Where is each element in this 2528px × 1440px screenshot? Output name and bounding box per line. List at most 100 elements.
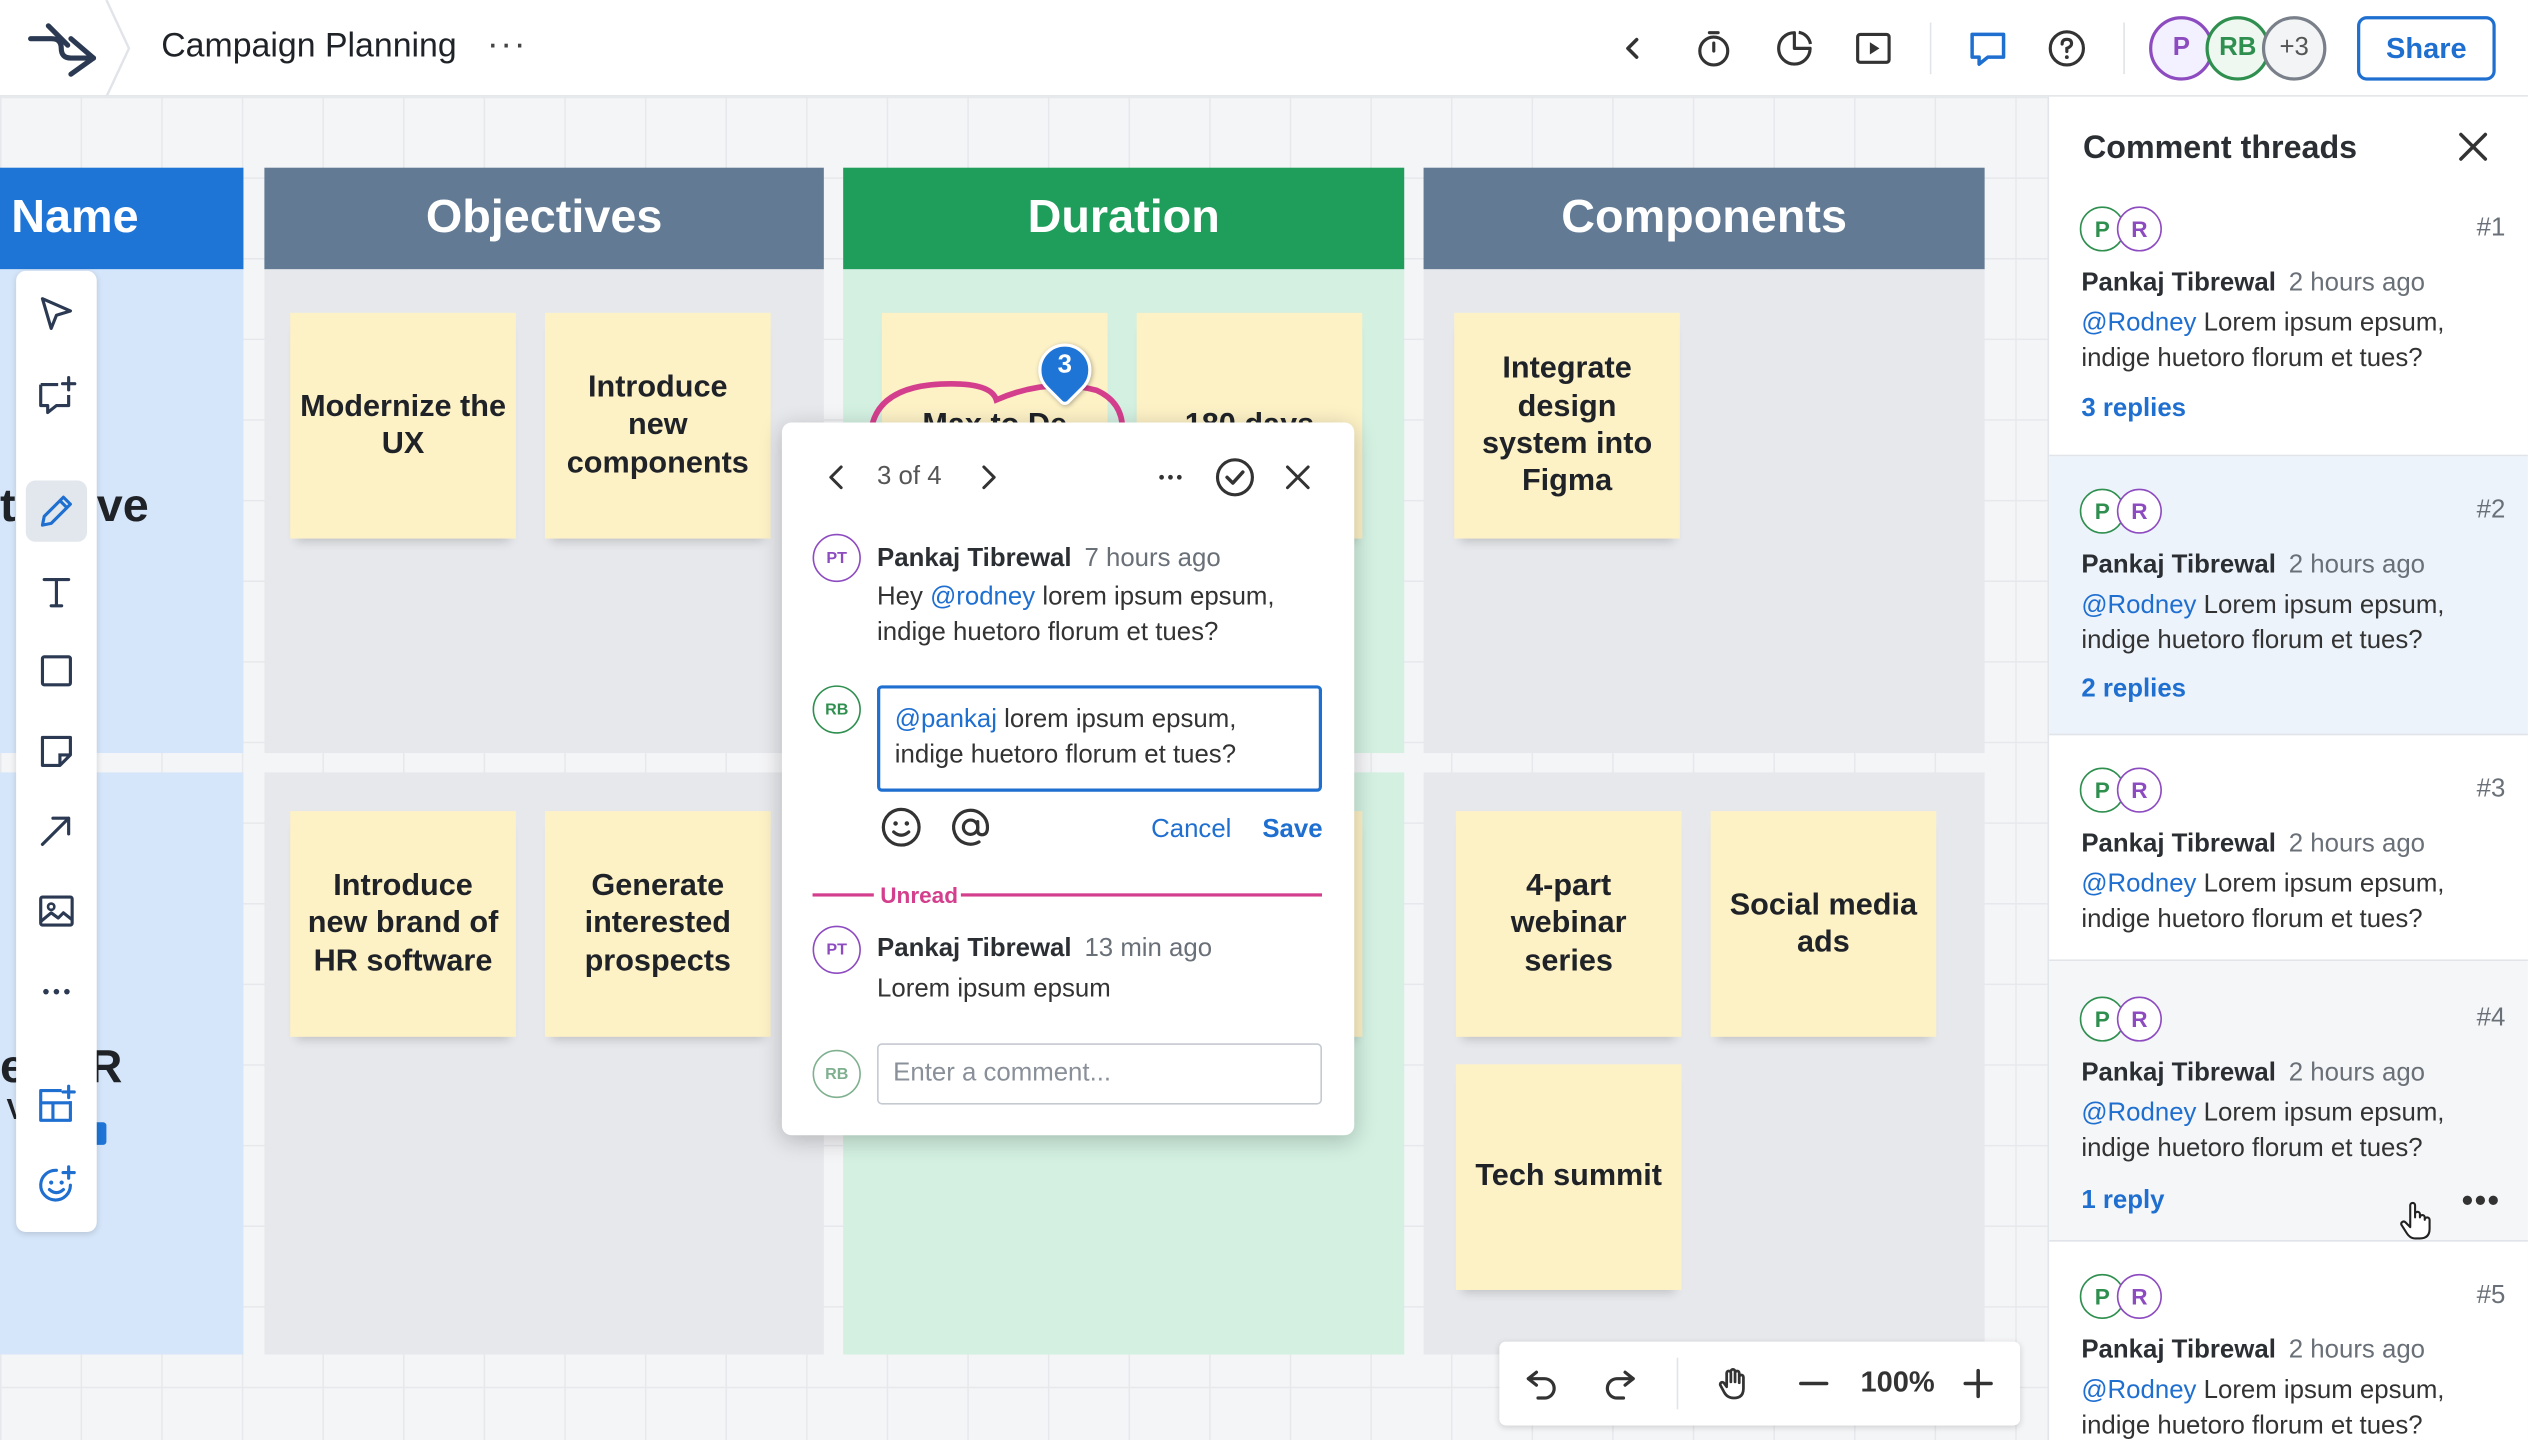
mention-at-icon[interactable] — [946, 803, 994, 851]
emoji-icon[interactable] — [877, 803, 925, 851]
activity-chart-icon[interactable] — [1769, 23, 1821, 75]
replies-link[interactable]: 1 reply — [2081, 1186, 2165, 1215]
undo-icon[interactable] — [1519, 1361, 1564, 1406]
comment-text: @Rodney Lorem ipsum epsum, indige huetor… — [2081, 1097, 2500, 1168]
reply-edit-field[interactable]: @pankaj lorem ipsum epsum, indige huetor… — [877, 685, 1323, 792]
comment-text-part: Lorem ipsum epsum, indige huetoro florum… — [2081, 870, 2445, 934]
avatar[interactable]: P — [2149, 16, 2214, 81]
close-icon[interactable] — [1278, 458, 1317, 497]
comment-text-part: Lorem ipsum epsum, indige huetoro florum… — [2081, 1099, 2445, 1163]
new-comment-input[interactable]: Enter a comment... — [877, 1043, 1323, 1105]
comment-text-part: lorem ipsum epsum, indige huetoro florum… — [877, 583, 1275, 647]
avatar[interactable]: RB — [2205, 16, 2270, 81]
sticky-note[interactable]: Integrate design system into Figma — [1454, 312, 1680, 539]
comment-timestamp: 2 hours ago — [2288, 269, 2426, 297]
thread-number: #2 — [2476, 496, 2506, 525]
zoom-level[interactable]: 100% — [1860, 1365, 1935, 1399]
connector-tool-icon[interactable] — [26, 800, 87, 861]
sticky-note[interactable]: Generate interested prospects — [544, 811, 771, 1037]
cancel-button[interactable]: Cancel — [1151, 815, 1232, 844]
comments-icon[interactable] — [1962, 23, 2014, 75]
mention-link[interactable]: @Rodney — [2081, 1377, 2197, 1405]
text-tool-icon[interactable] — [26, 561, 87, 622]
avatar: P — [2079, 206, 2125, 252]
mention-link[interactable]: @Rodney — [2081, 870, 2197, 899]
help-icon[interactable] — [2041, 23, 2093, 75]
zoom-in-icon[interactable] — [1956, 1361, 2001, 1406]
share-button[interactable]: Share — [2357, 16, 2496, 81]
comment-text: @Rodney Lorem ipsum epsum, indige huetor… — [2081, 1374, 2500, 1440]
toolbar-divider — [1676, 1357, 1679, 1410]
sticky-note[interactable]: Tech summit — [1455, 1064, 1682, 1290]
comment-timestamp: 13 min ago — [1084, 935, 1213, 963]
board-title[interactable]: Campaign Planning — [161, 27, 457, 65]
comment-timestamp: 2 hours ago — [2288, 551, 2426, 579]
close-panel-icon[interactable] — [2452, 126, 2494, 168]
add-template-icon[interactable] — [26, 1074, 87, 1135]
present-icon[interactable] — [1848, 23, 1900, 75]
add-reaction-icon[interactable] — [26, 1155, 87, 1216]
resolve-check-icon[interactable] — [1212, 455, 1257, 500]
pen-tool-icon[interactable] — [25, 480, 88, 542]
mention-link[interactable]: @pankaj — [894, 706, 997, 734]
pan-hand-icon[interactable] — [1711, 1361, 1756, 1406]
mention-link[interactable]: @Rodney — [2081, 1099, 2197, 1128]
shape-tool-icon[interactable] — [26, 640, 87, 701]
mention-link[interactable]: @Rodney — [2081, 309, 2197, 338]
avatar: R — [2116, 206, 2162, 252]
avatar: RB — [812, 1049, 861, 1099]
thread-more-button[interactable]: ••• — [2461, 1183, 2501, 1220]
column-header-components[interactable]: Components — [1423, 167, 1985, 270]
mention-link[interactable]: @Rodney — [2081, 591, 2197, 620]
sticky-note[interactable]: 4-part webinar series — [1455, 811, 1682, 1037]
previous-comment-icon[interactable] — [817, 458, 856, 497]
image-tool-icon[interactable] — [26, 880, 87, 941]
mention-link[interactable]: @rodney — [930, 583, 1036, 612]
timer-icon[interactable] — [1688, 23, 1740, 75]
redo-icon[interactable] — [1598, 1361, 1643, 1406]
zoom-out-icon[interactable] — [1791, 1361, 1836, 1406]
sticky-note[interactable]: Introduce new brand of HR software — [290, 811, 516, 1037]
replies-link[interactable]: 3 replies — [2081, 395, 2187, 423]
pointer-hand-cursor-icon — [2396, 1200, 2435, 1242]
comment-timestamp: 7 hours ago — [1084, 545, 1221, 573]
author-name: Pankaj Tibrewal — [2081, 1336, 2276, 1365]
more-tools-icon[interactable] — [26, 961, 87, 1022]
column-header-objectives[interactable]: Objectives — [264, 167, 824, 270]
panel-title: Comment threads — [2082, 130, 2358, 167]
replies-link[interactable]: 2 replies — [2081, 675, 2187, 704]
save-button[interactable]: Save — [1262, 815, 1323, 844]
toolbar-divider — [2123, 22, 2125, 75]
sticky-note[interactable]: Social media ads — [1710, 811, 1937, 1037]
app-logo-icon[interactable] — [23, 16, 100, 81]
select-tool-icon[interactable] — [26, 284, 87, 345]
tool-palette — [16, 270, 97, 1232]
more-collaborators-badge[interactable]: +3 — [2261, 16, 2327, 81]
comment-text: Lorem ipsum epsum — [877, 975, 1111, 1003]
toolbar-divider — [1929, 22, 1932, 75]
comment-counter: 3 of 4 — [877, 462, 942, 491]
author-name: Pankaj Tibrewal — [2081, 1059, 2276, 1087]
column-header-duration[interactable]: Duration — [843, 167, 1405, 270]
column-header-name[interactable]: Name — [0, 167, 244, 270]
sticky-note[interactable]: Introduce new components — [544, 312, 771, 539]
collapse-chevron-icon[interactable] — [1607, 23, 1659, 75]
comment-text: @Rodney Lorem ipsum epsum, indige huetor… — [2081, 868, 2500, 939]
title-more-button[interactable]: ··· — [486, 22, 528, 63]
more-options-icon[interactable] — [1151, 458, 1190, 497]
breadcrumb-separator — [103, 0, 135, 98]
zoom-toolbar: 100% — [1499, 1341, 2021, 1426]
sticky-note[interactable]: Modernize the UX — [290, 312, 516, 539]
comment-text-part: Hey — [877, 583, 923, 612]
next-comment-icon[interactable] — [969, 458, 1008, 497]
add-comment-tool-icon[interactable] — [26, 364, 87, 425]
thread-number: #3 — [2476, 775, 2506, 804]
sticky-note-tool-icon[interactable] — [26, 721, 87, 782]
